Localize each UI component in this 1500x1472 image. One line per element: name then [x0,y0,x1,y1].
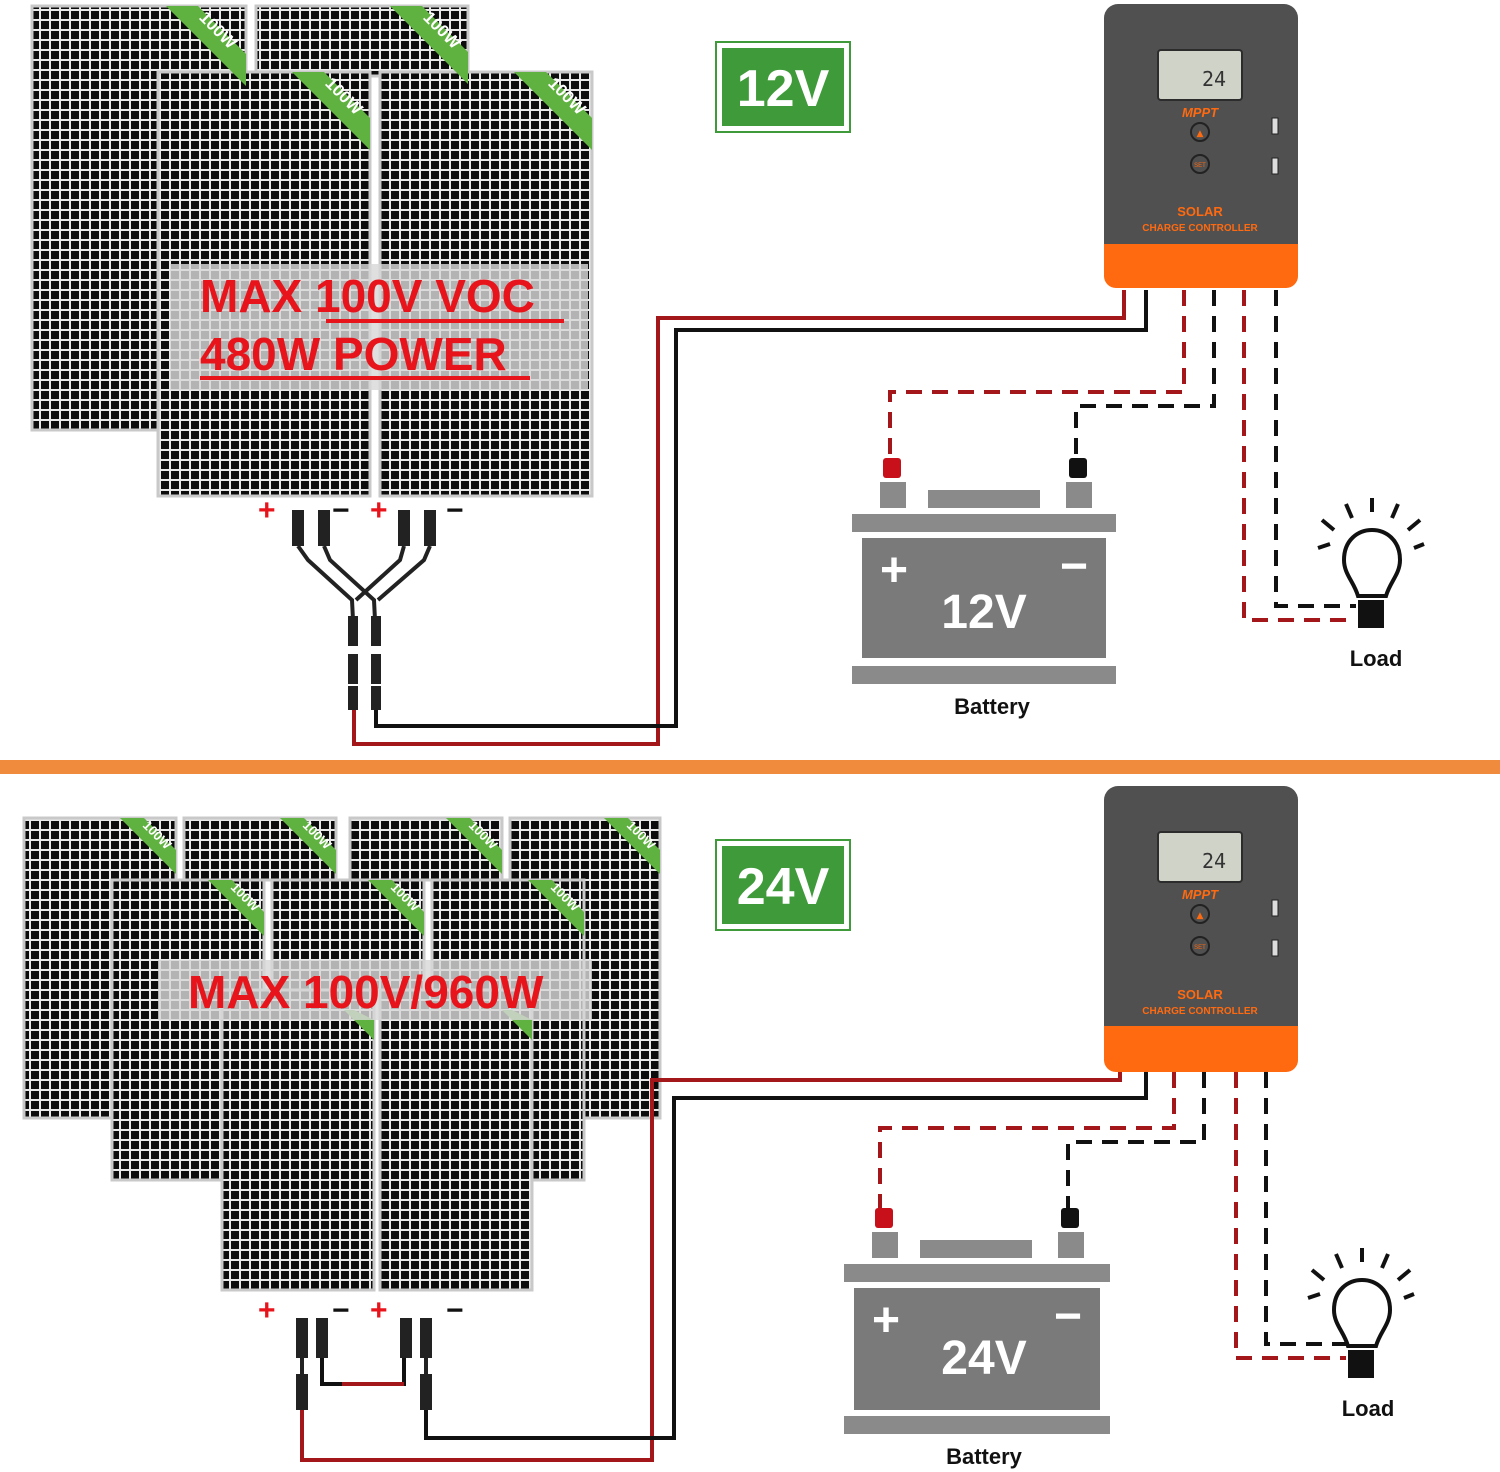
polarity-negative: − [332,1294,350,1327]
y-branch-connector [371,616,381,646]
solar-panel [220,988,376,1292]
bottom-connectors: + − + − [258,1294,464,1410]
lcd-screen [1157,49,1243,101]
bottom-battery-wires [878,1072,1206,1210]
bottom-panel-array: 100W 100W 100W 100W 100W 100W 100W [22,816,662,1292]
top-system-voltage-badge: 12V [715,41,851,133]
top-connectors: + − + − [258,494,464,710]
battery-caption: Battery [954,694,1031,719]
mc4-connector [348,686,358,710]
polarity-positive: + [258,1294,276,1327]
usb-port [1271,939,1279,957]
controller-title: SOLAR [1177,987,1223,1002]
controller-title: SOLAR [1177,204,1223,219]
mc4-connector [296,1374,308,1410]
top-battery-wires [888,290,1216,460]
battery-voltage: 24V [941,1332,1026,1385]
battery-plus-sign: + [872,1294,900,1347]
battery-plus-sign: + [880,544,908,597]
top-load-bulb: Load [1317,498,1425,671]
mc4-connector [371,686,381,710]
polarity-negative: − [446,494,464,527]
controller-mode: MPPT [1182,887,1219,902]
battery-caption: Battery [946,1444,1023,1469]
controller-subtitle: CHARGE CONTROLLER [1142,223,1258,234]
bottom-system-voltage-text: 24V [737,858,830,916]
polarity-negative: − [446,1294,464,1327]
up-button-symbol: ▲ [1197,911,1204,921]
bottom-system-voltage-badge: 24V [715,839,851,931]
solar-panel [378,988,534,1292]
polarity-negative: − [332,494,350,527]
mc4-connector [400,1318,412,1358]
up-button [1190,122,1210,142]
top-claim-line2: 480W POWER [200,328,507,380]
lcd-reading: 24 [1202,67,1226,91]
battery-positive-terminal [883,458,901,478]
lcd-reading: 24 [1202,849,1226,873]
mc4-connector [398,510,410,546]
bottom-claim-line1: MAX 100V/960W [188,966,544,1018]
usb-port [1271,117,1279,135]
top-battery: + − 12V Battery [852,458,1116,719]
polarity-positive: + [370,1294,388,1327]
mc4-connector [371,654,381,684]
mc4-connector [420,1374,432,1410]
set-button [1190,936,1210,956]
mc4-connector [420,1318,432,1358]
bulb-icon [1307,1248,1415,1378]
top-claim-overlay: MAX 100V VOC 480W POWER [170,264,588,390]
usb-port [1271,157,1279,175]
polarity-positive: + [258,494,276,527]
battery-minus-sign: − [1054,1290,1082,1343]
battery-negative-terminal [1069,458,1087,478]
battery-positive-terminal [875,1208,893,1228]
solar-panel [182,816,338,882]
bottom-pv-wires [300,1072,1148,1462]
top-pv-wires [352,290,1148,746]
top-charge-controller: 24 MPPT ▲ SET SOLAR CHARGE CONTROLLER [1104,4,1298,288]
battery-minus-sign: − [1060,540,1088,593]
mc4-connector [424,510,436,546]
bottom-charge-controller: 24 MPPT ▲ SET SOLAR CHARGE CONTROLLER [1104,786,1298,1072]
top-load-wires [1242,290,1356,622]
battery-negative-terminal [1061,1208,1079,1228]
bulb-icon [1317,498,1425,628]
usb-port [1271,899,1279,917]
controller-subtitle: CHARGE CONTROLLER [1142,1006,1258,1017]
mc4-connector [296,1318,308,1358]
controller-mode: MPPT [1182,105,1219,120]
load-caption: Load [1342,1396,1395,1421]
polarity-positive: + [370,494,388,527]
lcd-screen [1157,831,1243,883]
y-branch-connector [348,616,358,646]
top-system-voltage-text: 12V [737,60,830,118]
up-button-symbol: ▲ [1197,129,1204,139]
bottom-load-bulb: Load [1307,1248,1415,1421]
top-claim-line1: MAX 100V VOC [200,270,535,322]
load-caption: Load [1350,646,1403,671]
bottom-claim-overlay: MAX 100V/960W [158,960,592,1020]
bottom-load-wires [1234,1072,1346,1360]
set-button [1190,154,1210,174]
mc4-connector [348,654,358,684]
battery-voltage: 12V [941,586,1026,639]
bottom-battery: + − 24V Battery [844,1208,1110,1469]
mc4-connector [316,1318,328,1358]
up-button [1190,904,1210,924]
mc4-connector [318,510,330,546]
mc4-connector [292,510,304,546]
top-panel-array: 100W 100W 100W 100W [30,4,594,498]
set-button-label: SET [1194,163,1206,169]
set-button-label: SET [1194,945,1206,951]
section-divider [0,760,1500,774]
